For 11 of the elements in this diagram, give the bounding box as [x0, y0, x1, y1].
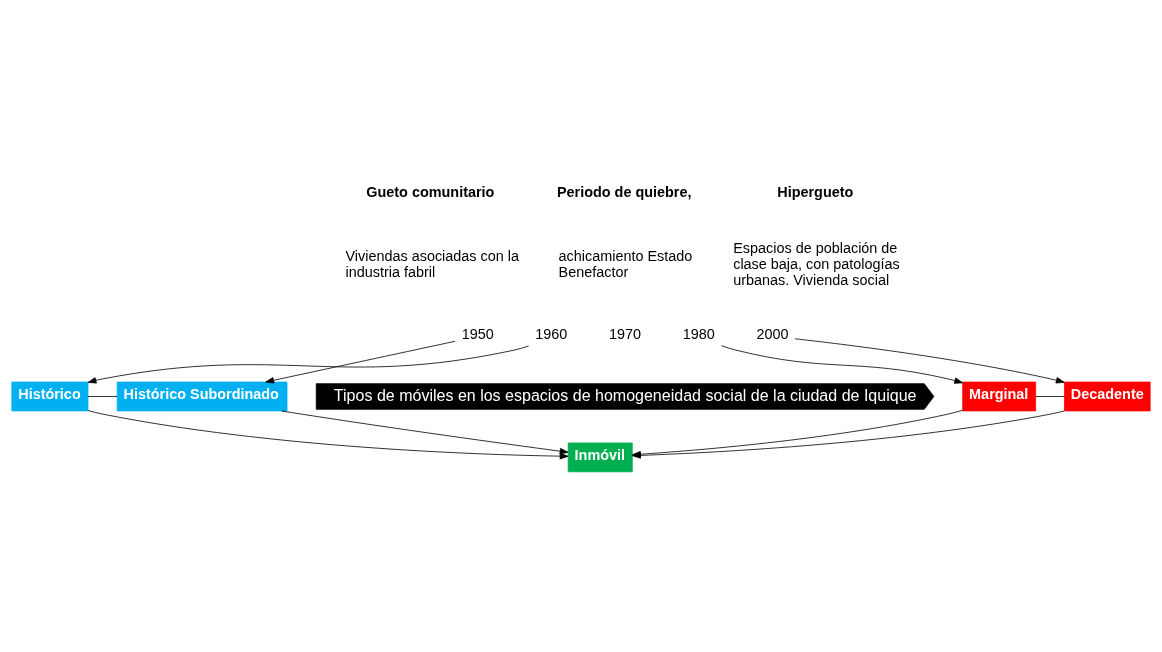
node-text: 2000: [756, 326, 789, 343]
label: Viviendas asociadas con la industria fabril: [345, 247, 520, 280]
node-text: 1960: [535, 326, 568, 343]
label: Hipergueto: [777, 184, 854, 201]
label: 1970: [609, 326, 642, 343]
node-text: 1980: [682, 326, 715, 343]
node-text: 1950: [461, 326, 494, 343]
label: Periodo de quiebre,: [556, 184, 692, 201]
label: Espacios de población de clase baja, con patologías urbanas. Vivienda social: [733, 239, 900, 288]
label: achicamiento Estado Benefactor: [558, 247, 693, 280]
label: Gueto comunitario: [366, 184, 495, 201]
